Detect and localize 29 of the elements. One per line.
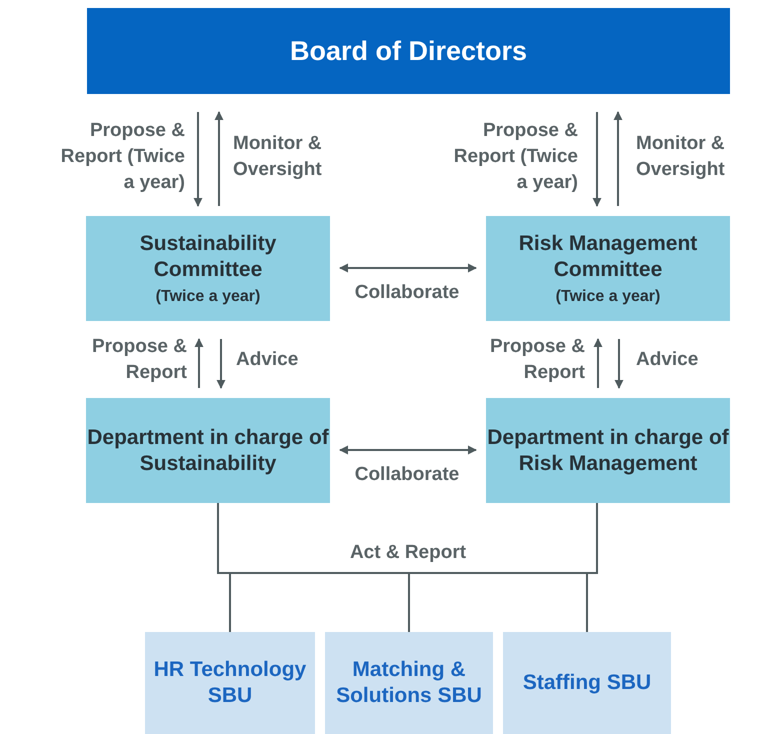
node-note: (Twice a year) bbox=[156, 286, 260, 306]
committee-box bbox=[486, 398, 730, 503]
arrow bbox=[339, 446, 477, 454]
arrow bbox=[194, 338, 204, 388]
node-title: Staffing SBU bbox=[522, 670, 652, 696]
committee-box bbox=[486, 216, 730, 321]
arrow bbox=[594, 338, 602, 388]
arrow bbox=[339, 264, 477, 272]
arrow bbox=[214, 111, 224, 206]
arrow bbox=[614, 111, 622, 206]
arrow bbox=[614, 339, 624, 389]
connector-line bbox=[586, 503, 598, 632]
arrow bbox=[216, 339, 226, 389]
node-note: (Twice a year) bbox=[556, 286, 660, 306]
arrow bbox=[592, 112, 602, 207]
arrow bbox=[194, 112, 202, 207]
business-unit-box bbox=[503, 632, 671, 734]
node-title: HR Technology SBU bbox=[152, 657, 308, 709]
node-title: Matching & Solutions SBU bbox=[335, 657, 483, 709]
node-title: Risk Management Committee bbox=[518, 230, 698, 282]
committee-box bbox=[86, 216, 330, 321]
node-title: Sustainability Committee bbox=[138, 230, 278, 282]
business-unit-box bbox=[145, 632, 315, 734]
business-unit-box bbox=[325, 632, 493, 734]
committee-box bbox=[86, 398, 330, 503]
board-box bbox=[87, 8, 730, 94]
node-title: Board of Directors bbox=[290, 38, 528, 64]
node-title: Department in charge of Risk Management bbox=[486, 424, 730, 476]
node-title: Department in charge of Sustainability bbox=[86, 424, 330, 476]
